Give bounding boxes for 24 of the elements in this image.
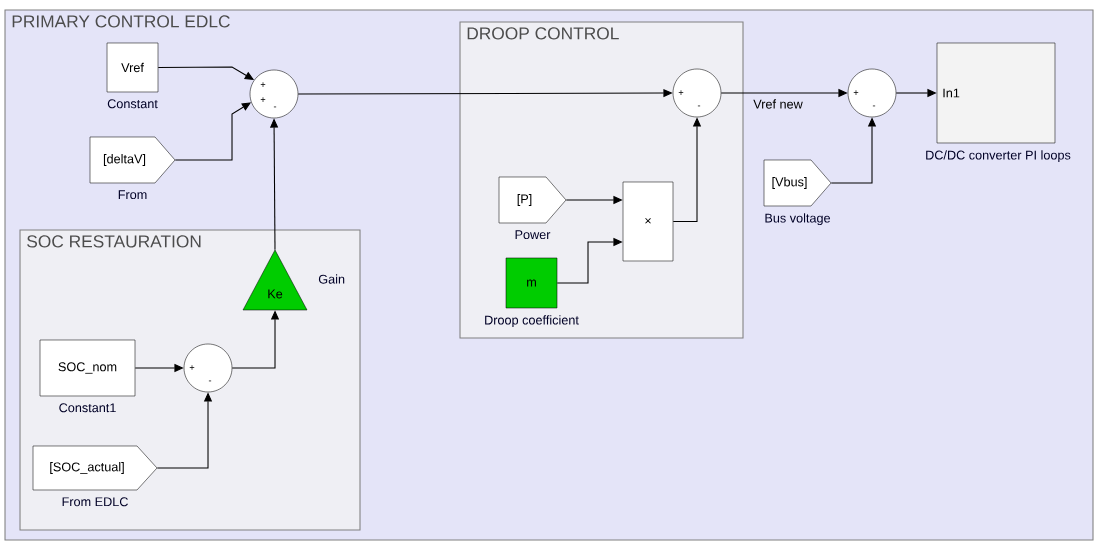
goto-from-tag: [deltaV] bbox=[89, 136, 176, 184]
block-label: From EDLC bbox=[62, 497, 128, 507]
constant-block: SOC_nom bbox=[39, 339, 136, 397]
block-label: Gain bbox=[318, 274, 345, 284]
sum-block: + - bbox=[183, 343, 233, 393]
block-label: DC/DC converter PI loops bbox=[926, 150, 1071, 163]
block-label: From bbox=[118, 190, 147, 200]
constant-block: m bbox=[505, 257, 558, 309]
block-label: Droop coefficient bbox=[485, 315, 579, 328]
gain-triangle: Ke bbox=[242, 249, 308, 311]
goto-from-tag: [SOC_actual] bbox=[32, 445, 158, 491]
block-label: Power bbox=[515, 230, 551, 240]
sum-block: + - bbox=[847, 68, 897, 118]
subsystem-block: In1 bbox=[936, 42, 1056, 144]
block-label: Constant bbox=[107, 99, 158, 109]
edge-label: Vref new bbox=[751, 98, 805, 110]
constant-block: Vref bbox=[106, 42, 159, 93]
goto-from-tag: [P] bbox=[498, 176, 567, 224]
block-label: Constant1 bbox=[59, 403, 116, 413]
sum-block: + + - bbox=[249, 69, 299, 119]
sum-block: + - bbox=[672, 68, 722, 118]
block-label: Bus voltage bbox=[765, 213, 830, 226]
constant-block: × bbox=[622, 181, 674, 262]
goto-from-tag: [Vbus] bbox=[763, 159, 832, 207]
